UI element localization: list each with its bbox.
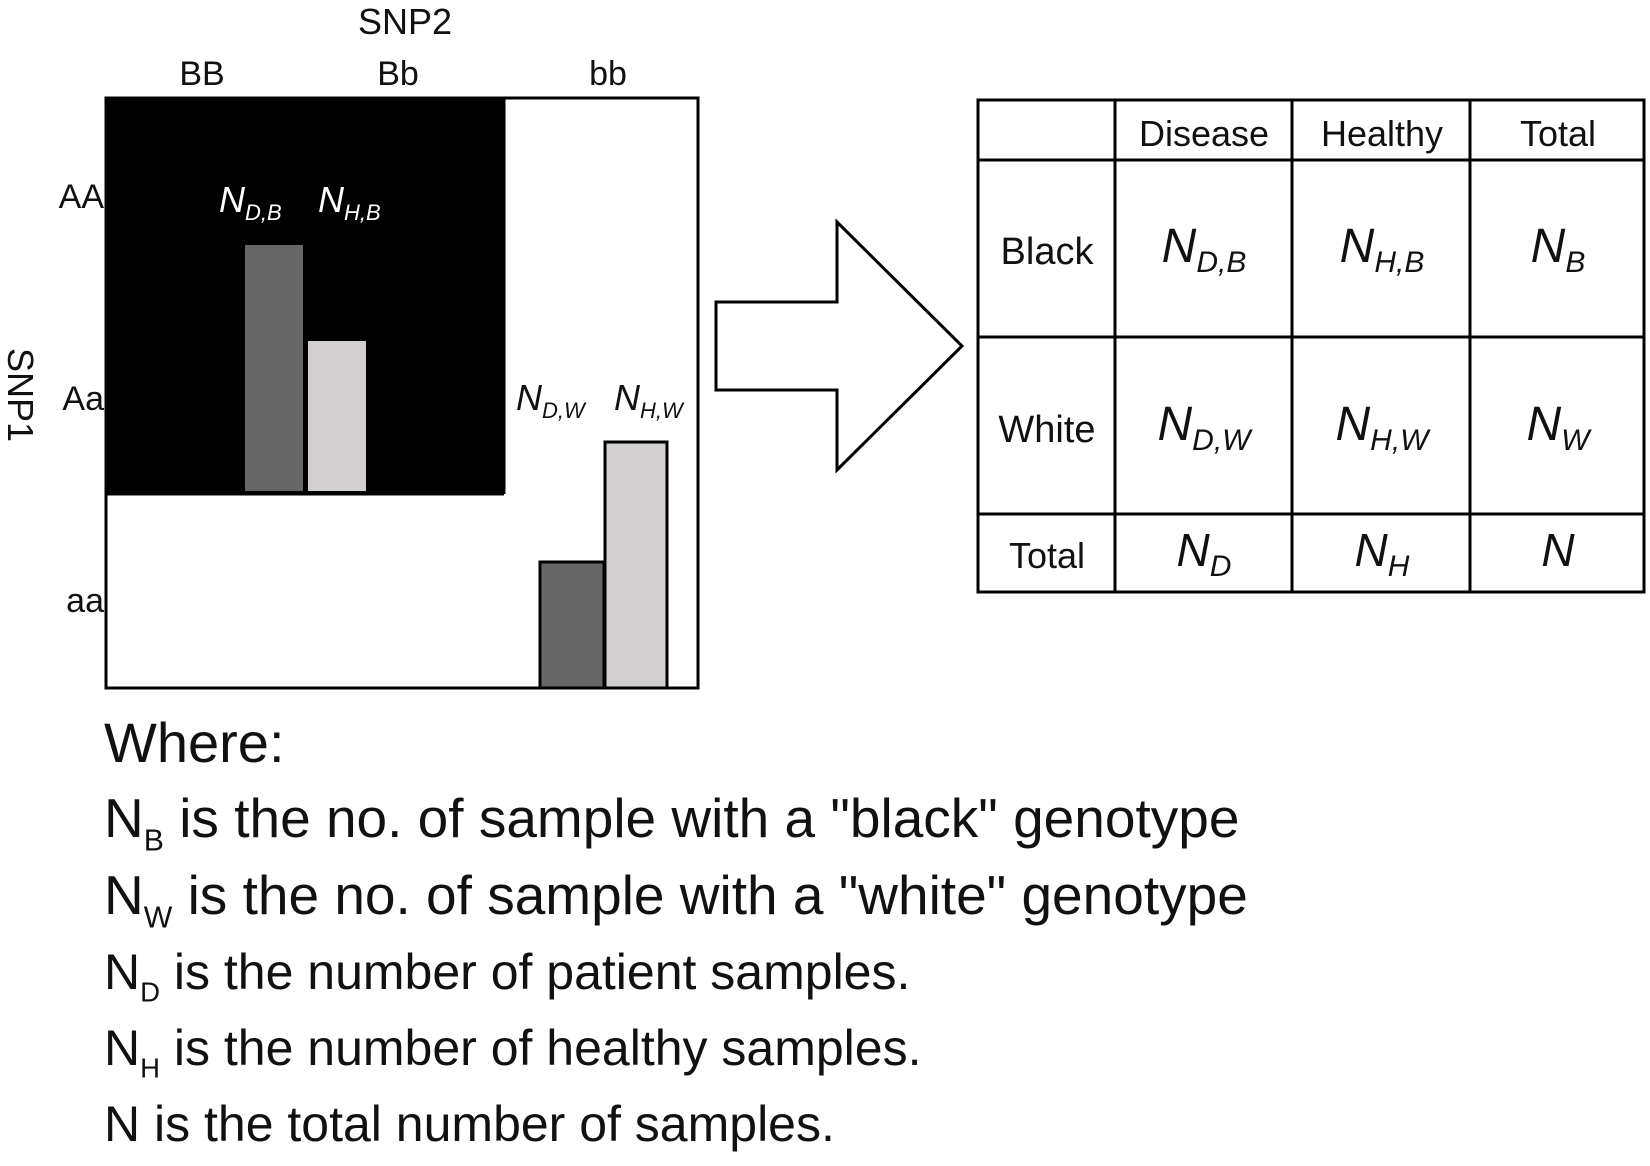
label-black-disease-main: N [219,179,246,220]
col-label-bb: bb [589,55,627,93]
row-label-black: Black [1001,231,1095,273]
bar-white-disease [538,560,606,690]
bar-white-healthy [603,440,669,690]
cell-black-total-sub: B [1565,246,1585,279]
cell-white-disease: ND,W [1158,398,1254,457]
legend-symbol: N [104,944,141,1000]
label-white-disease-sub: D,W [542,398,587,423]
row-label-AA: AA [59,178,105,216]
cell-black-healthy-sub: H,B [1374,246,1424,279]
cell-black-total-main: N [1531,220,1566,273]
genotype-diagram: SNP2 BB Bb bb SNP1 AA Aa aa ND,B NH,B ND… [0,1,1646,690]
snp1-label: SNP1 [0,348,41,442]
cell-black-disease-sub: D,B [1196,246,1246,279]
label-black-healthy: NH,B [318,179,381,225]
cell-total-total: N [1541,524,1575,576]
label-black-disease-sub: D,B [245,200,282,225]
label-white-healthy-sub: H,W [640,398,685,423]
cell-total-total-main: N [1541,524,1575,576]
cell-white-disease-main: N [1158,398,1193,451]
label-black-healthy-sub: H,B [344,200,381,225]
cell-black-total: NB [1531,220,1586,279]
col-label-Bb: Bb [377,55,419,93]
legend-subscript: D [140,976,160,1008]
row-label-aa: aa [66,582,104,620]
row-label-white: White [998,409,1095,451]
cell-black-healthy-main: N [1340,220,1375,273]
cell-total-disease: ND [1177,524,1232,583]
cell-white-total: NW [1527,398,1593,457]
legend-heading: Where: [104,711,285,774]
cell-total-disease-main: N [1177,524,1211,576]
legend-symbol: N [104,864,144,926]
legend-text: is the no. of sample with a "black" geno… [163,787,1240,849]
cell-black-healthy: NH,B [1340,220,1425,279]
cell-total-disease-sub: D [1210,550,1232,583]
genotype-grid: SNP2 BB Bb bb SNP1 AA Aa aa ND,B NH,B ND… [0,1,700,690]
legend-text: is the no. of sample with a "white" geno… [172,864,1248,926]
cell-black-disease-main: N [1162,220,1197,273]
cell-white-total-main: N [1527,398,1562,451]
legend-item-total: N is the total number of samples. [104,1086,1624,1162]
col-label-BB: BB [179,55,224,93]
legend-item-black: NB is the no. of sample with a "black" g… [104,780,1624,857]
row-label-total: Total [1009,535,1085,576]
label-white-healthy-main: N [614,377,641,418]
legend-subscript: B [143,824,164,858]
cell-white-total-sub: W [1561,424,1592,457]
label-black-healthy-main: N [318,179,345,220]
right-arrow-icon [714,218,965,474]
legend: Where: NB is the no. of sample with a "b… [104,706,1624,1162]
legend-subscript: H [140,1052,160,1084]
legend-item-white: NW is the no. of sample with a "white" g… [104,857,1624,934]
cell-white-disease-sub: D,W [1192,424,1253,457]
cell-total-healthy: NH [1355,524,1410,583]
header-healthy: Healthy [1321,113,1443,154]
legend-item-disease: ND is the number of patient samples. [104,934,1624,1010]
label-white-disease: ND,W [516,377,587,423]
cell-white-healthy: NH,W [1336,398,1432,457]
cell-total-healthy-main: N [1355,524,1389,576]
legend-symbol: N [104,1096,141,1152]
header-disease: Disease [1139,113,1269,154]
row-label-Aa: Aa [62,380,104,418]
label-white-disease-main: N [516,377,543,418]
cell-white-healthy-sub: H,W [1370,424,1431,457]
legend-symbol: N [104,1020,141,1076]
label-black-disease: ND,B [219,179,282,225]
bar-black-disease [245,245,303,491]
header-total: Total [1520,113,1596,154]
bar-black-healthy [308,341,366,491]
cell-white-healthy-main: N [1336,398,1371,451]
legend-subscript: W [143,901,173,935]
contingency-table: Disease Healthy Total Black White Total … [976,98,1646,594]
legend-item-healthy: NH is the number of healthy samples. [104,1010,1624,1086]
snp2-label: SNP2 [358,1,452,42]
legend-text: is the number of patient samples. [159,944,911,1000]
black-genotype-region [106,98,504,494]
legend-symbol: N [104,787,144,849]
table-frame [976,98,1646,594]
legend-text: is the total number of samples. [140,1096,835,1152]
label-white-healthy: NH,W [614,377,685,423]
cell-total-healthy-sub: H [1388,550,1410,583]
legend-text: is the number of healthy samples. [159,1020,922,1076]
cell-black-disease: ND,B [1162,220,1247,279]
